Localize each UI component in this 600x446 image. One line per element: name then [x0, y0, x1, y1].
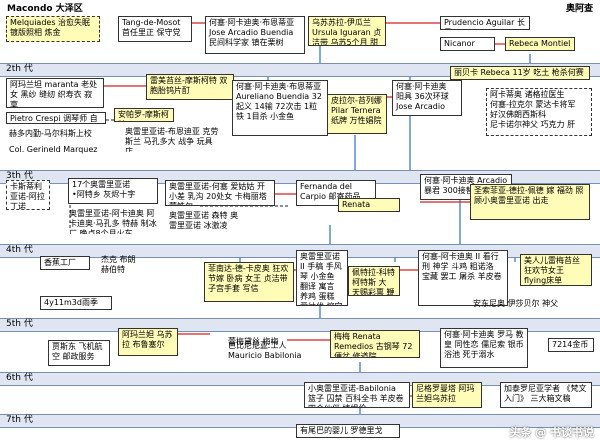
generation-label: 2th 代: [6, 64, 33, 74]
box-melquiades: Melquiades 治愈失眠 镀版照相 炼金: [6, 16, 100, 42]
watermark-text: 头条 @ 书谈书说: [509, 426, 594, 439]
box-pilar-ternera: 皮拉尔-苔列娜 Pilar Ternera 纸牌 万性娼院: [327, 94, 387, 134]
box-meme-renata: 梅梅 Renata Remedios 古钢琴 72便盆 修道院: [330, 330, 420, 358]
box-jose-arcadio-fifth: 何塞·阿卡迪奥 罗马 教皇 同性恋 儒尼索 银币 浴池 死于溺水: [440, 328, 528, 368]
box-gaston: 贾斯东 飞机航空 邮政服务: [48, 340, 110, 366]
box-mauricio-babilonia: 芭比尼尼亚 工人 Mauricio Babilonia: [228, 341, 302, 360]
box-aureliano-jose: 奥雷里亚诺-何塞 爱姑姑 开小差 乳沟 20处女 卡梅丽塔 蒙铁尔: [165, 180, 275, 206]
generation-label: 6th 代: [6, 373, 33, 383]
box-petra-cotes: 佩特拉-科特 柯特斯 大 天赐彩票 鞭子: [348, 266, 400, 296]
box-antonio-isabel: 安东尼奥 伊莎贝尔 神父: [473, 299, 559, 308]
box-santa-sofia: 圣索菲亚-德拉-佩德 嫁 福劲 照顾小奥雷里亚诺 出走: [470, 184, 590, 220]
generation-label: 7th 代: [6, 415, 33, 425]
box-gold-coins: 7214金币: [548, 338, 594, 352]
box-aureliano-sun: 奥雷里亚诺 森特 奥雷里亚诺 冰激凌: [169, 211, 239, 230]
box-jose-arcadio-buendia: 何塞·阿卡迪奥·布恩蒂亚 Jose Arcadio Buendia 民间科学家 …: [205, 16, 305, 54]
box-rebeca: 丽贝卡 Rebeca 11岁 吃土 枪杀何赛: [450, 66, 590, 80]
box-castilian: 卡斯蒂利亚诺-阿拉丁诺: [6, 180, 50, 210]
generation-label: 4th 代: [6, 245, 33, 255]
generation-label: 5th 代: [6, 319, 33, 329]
box-catalan-scholar: 加泰罗尼亚学者 《梵文入门》 三大箱文稿: [500, 382, 592, 408]
box-renata-argote: Renata Argote: [338, 198, 400, 212]
box-rebeca-montiel: Rebeca Montiel: [505, 37, 575, 51]
box-amaranta-ursula: 阿玛兰妲 乌苏拉 布鲁塞尔: [118, 328, 178, 356]
box-aureliano-second: 奥雷里亚诺 II 手稿 手风琴 小金鱼 翻译 寓言 养鸡 蛋糕 爱纳伐 挖宝: [296, 250, 348, 306]
box-meme: 蕾梅黛丝 梅梅 Meme 蝴蝶: [228, 337, 279, 348]
box-aureliano-child: 奥雷里亚诺-布恩迪亚 克劳斯兰 马孔多大 战争 玩具店: [125, 127, 219, 152]
generation-label: 3th 代: [6, 171, 33, 181]
box-rain-season: 4y11m3d雨季: [40, 296, 112, 310]
box-nigromanta: 尼格罗曼塔 阿玛兰妲乌苏拉: [412, 382, 482, 408]
box-nicanor-ulloa: Nicanor Ulloa: [440, 37, 495, 51]
box-amparo-moscote: 安帕罗-摩斯柯特: [114, 108, 174, 122]
box-tang-de-mosot: Tang-de-Mosot 首任里正 保守党: [118, 16, 192, 42]
box-banana-factory: 香蕉工厂: [40, 256, 90, 270]
box-seventeen-aurelianos: 17个奥雷里亚诺 •阿特乡 灰烬十字: [68, 178, 158, 204]
box-prudencio-aguilar: Prudencio Aguilar 长矛: [440, 16, 530, 30]
descent-line: [409, 115, 460, 177]
box-aureliano-babilonia: 小奥雷里亚诺-Babilonia 篮子 囚禁 百科全书 羊皮卷 四个伙伴 婊姐伦: [304, 382, 410, 408]
box-gerineld-chinese: 赫多内勤-马尔科斯上校: [9, 129, 92, 138]
box-twins: 奥雷里亚诺-阿卡迪奥 阿卡迪奥·马孔多 特赫 制冰厂 晚点8个月火车: [69, 209, 157, 234]
box-arcadio-list: 阿卡蒂奥 诸格拉医生 何塞-拉克尔 蒙达卡将军 好汉佛朗西斯科 尼卡诺尔神父 巧…: [486, 88, 592, 136]
box-pig-tail-baby: 有尾巴的婴儿 罗德里戈: [296, 424, 400, 438]
box-amaranta: 阿玛兰坦 maranta 老处女 黑纱 缝纫 织寿衣 寂寞: [6, 78, 104, 108]
box-remedios-moscote: 雷美苔丝-摩斯柯特 双胞胎钨片酊: [146, 74, 234, 100]
box-jose-arcadio: 何塞·阿卡迪奥 阳具 36次环球 Jose Arcadio: [392, 80, 462, 116]
box-gerineld-marquez: Col. Gerineld Marquez: [9, 145, 98, 154]
box-fernanda-del-carpio: 菲南达-德-卡皮奥 狂欢节嫁 卧病 女王 贞洁带 子宫手套 写信: [204, 262, 294, 302]
box-ursula-iguaran: 乌苏苏拉-伊瓜兰Ursula Iguaran 贞洁带 乌苏5个月 甜食店 失明 …: [308, 16, 386, 46]
header-right-title: 奥阿查: [565, 4, 593, 14]
box-remedios-beauty: 美人儿雷梅苔丝 狂欢节女王 flying床单: [520, 254, 592, 286]
box-jack-brown: 杰克 布朗 赫伯特: [101, 255, 136, 274]
box-pietro-crespi: Pietro Crespi 调琴师 自杀: [6, 112, 106, 124]
header-left-title: Macondo 大泽区: [7, 4, 83, 14]
box-aureliano-buendia: 何塞·阿卡迪奥·布恩蒂亚 Aureliano Buendia 32起义 14输 …: [232, 80, 328, 136]
box-jose-arcadio-second: 何塞-阿卡迪奥 II 看行刑 神学 斗鸡 粗诺洛 宝藏 罢工 屠杀 羊皮卷: [418, 250, 508, 306]
